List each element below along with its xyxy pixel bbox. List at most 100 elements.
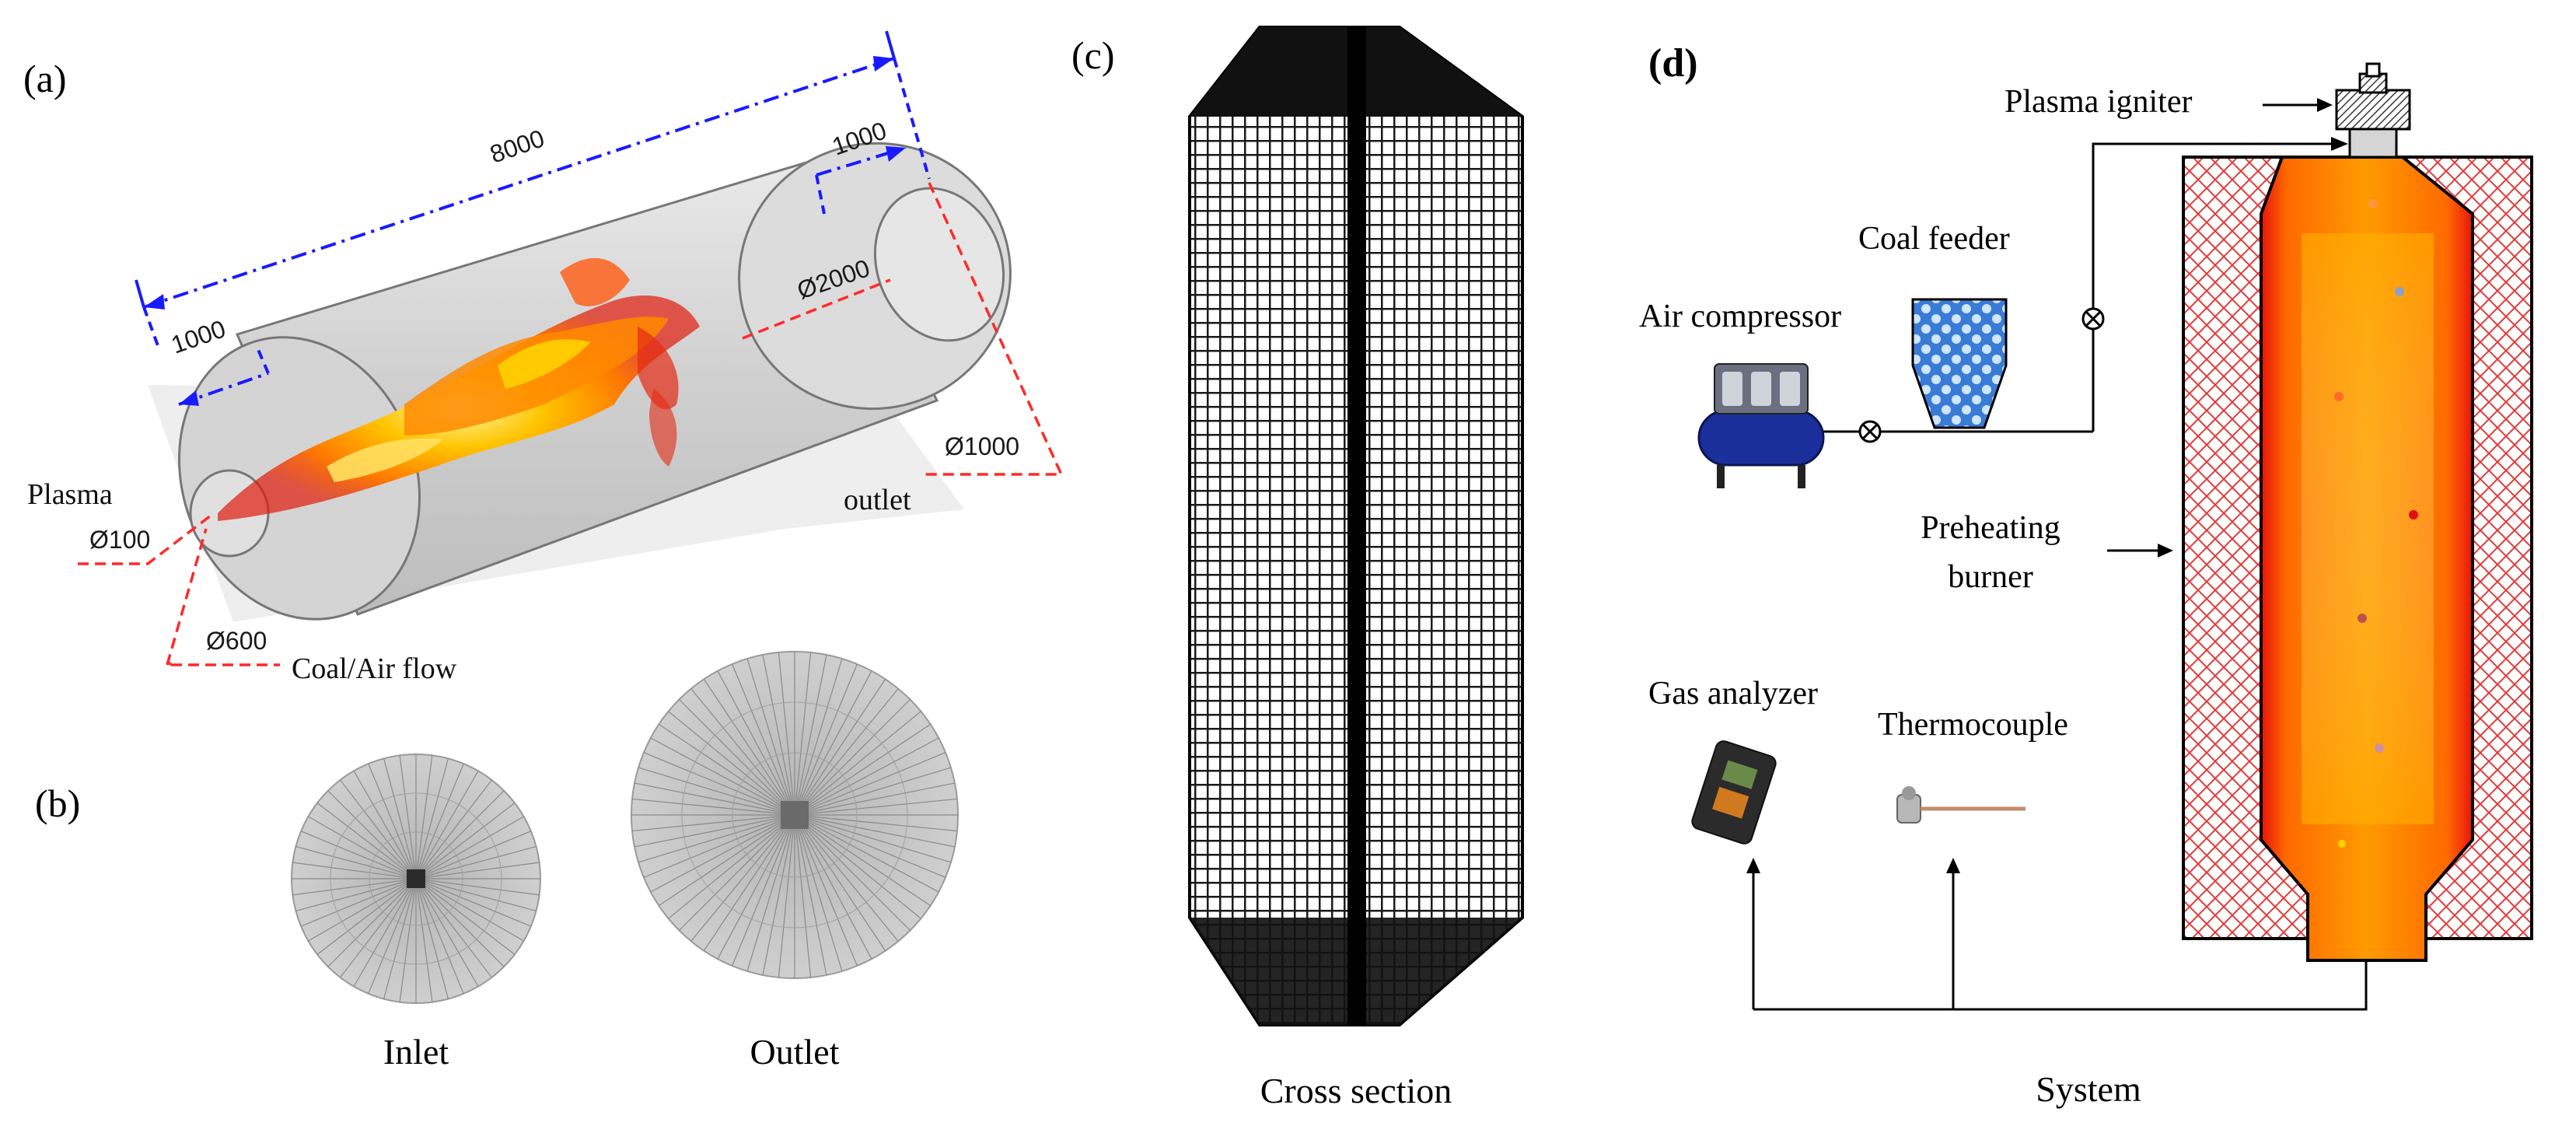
mesh-spoke (415, 846, 537, 879)
feed-arrowhead (2331, 137, 2348, 151)
air-compressor-icon (1697, 363, 1825, 488)
mesh-spoke (638, 814, 795, 863)
outlet-mesh (631, 651, 959, 979)
mesh-spoke (794, 814, 911, 931)
coal-feeder-hopper (1911, 298, 2008, 429)
label-plasma-igniter: Plasma igniter (2005, 84, 2192, 120)
mesh-spoke (415, 831, 532, 879)
mesh-spoke (643, 752, 795, 816)
outlet-pipe (873, 187, 1005, 342)
mesh-spoke (794, 767, 952, 816)
dim-plasma-diameter: Ø100 (89, 526, 150, 554)
dimension-lines-red (78, 182, 1064, 666)
mesh-spoke (634, 782, 795, 816)
mesh-spoke (300, 878, 417, 927)
mesh-spoke (415, 790, 505, 879)
mesh-spoke (643, 814, 795, 878)
mesh-spoke (794, 670, 872, 816)
mesh-spoke (415, 878, 532, 927)
mesh-spoke (732, 814, 795, 967)
mesh-spoke (762, 654, 795, 816)
signal-arrowhead (1946, 858, 1960, 873)
mesh-spoke (631, 798, 795, 816)
mesh-spoke (794, 814, 899, 942)
mesh-spoke (415, 803, 516, 879)
mesh-spoke (668, 814, 795, 919)
mesh-spoke (717, 814, 795, 960)
dim-total-length: 8000 (487, 124, 548, 168)
mesh-spoke (794, 658, 843, 816)
mesh-spoke (703, 679, 795, 816)
mesh-spoke (368, 878, 417, 995)
mesh-spoke (794, 814, 952, 863)
label-system: System (2036, 1069, 2141, 1109)
label-plasma: Plasma (27, 478, 113, 511)
thermocouple-icon (1896, 786, 2025, 824)
mesh-spoke (415, 758, 449, 879)
panel-d-tag: (d) (1648, 41, 1698, 86)
valve-icon (2081, 307, 2105, 330)
plasma-igniter (2335, 62, 2411, 159)
mesh-spoke (399, 878, 417, 1002)
mesh-spoke (703, 814, 795, 951)
panel-d: (d) Plasma igniter (1639, 41, 2533, 1109)
mesh-spoke (732, 663, 795, 816)
label-cross-section: Cross section (1260, 1071, 1452, 1110)
mesh-spoke (794, 663, 858, 816)
mesh-spoke (659, 814, 795, 907)
mesh-spoke (300, 831, 417, 879)
mesh-spoke (717, 670, 795, 816)
label-preheating: Preheating (1921, 510, 2060, 546)
mesh-spoke (690, 814, 795, 942)
mesh-spoke (794, 679, 886, 816)
mesh-spoke (292, 878, 417, 896)
mesh-spoke (415, 779, 492, 879)
mesh-spoke (650, 814, 795, 893)
mesh-centerline (1347, 27, 1366, 1025)
mesh-spoke (794, 782, 956, 816)
mesh-spoke (794, 814, 872, 960)
mesh-spoke (679, 814, 795, 931)
mesh-spoke (631, 814, 795, 832)
mesh-spoke (399, 755, 417, 879)
mesh-spoke (292, 862, 417, 879)
mesh-spoke (316, 878, 417, 955)
dimension-arrowheads (144, 56, 906, 406)
mesh-spoke (794, 814, 946, 878)
flame-plume (218, 257, 700, 521)
mesh-spoke (778, 814, 795, 978)
label-outlet: outlet (844, 484, 911, 516)
mesh-spoke (794, 814, 931, 907)
mesh-spoke (638, 767, 795, 816)
panel-a: (a) (23, 30, 1064, 685)
mesh-spoke (316, 803, 417, 879)
dim-inlet-diameter: Ø600 (206, 627, 267, 655)
mesh-spoke (778, 652, 795, 816)
igniter-arrow (2263, 98, 2333, 112)
mesh-spoke (794, 652, 812, 816)
signal-arrowhead (1746, 858, 1760, 873)
panel-c-tag: (c) (1071, 33, 1115, 77)
label-burner: burner (1948, 559, 2033, 595)
mesh-spoke (794, 814, 843, 972)
panel-c: (c) Cross section (1071, 26, 1524, 1110)
burner-arrow (2107, 544, 2173, 558)
mesh-spoke (295, 878, 417, 911)
dimension-lines-blue (135, 30, 931, 406)
dim-inlet-length: 1000 (168, 314, 229, 358)
mesh-spoke (415, 878, 540, 896)
panel-a-tag: (a) (23, 57, 67, 100)
mesh-spoke (415, 878, 479, 987)
mesh-spoke (368, 763, 417, 879)
mesh-spoke (690, 688, 795, 816)
panel-b: (b) Inlet Outlet (35, 651, 959, 1072)
burner-core-glow (2302, 233, 2434, 824)
mesh-spoke (794, 814, 956, 848)
label-gas-analyzer: Gas analyzer (1648, 676, 1818, 712)
mesh-spoke (415, 771, 479, 879)
mesh-spoke (634, 814, 795, 848)
mesh-spoke (794, 814, 958, 832)
mesh-spoke (746, 658, 795, 816)
mesh-spoke (415, 862, 540, 879)
mesh-spoke (415, 763, 464, 879)
